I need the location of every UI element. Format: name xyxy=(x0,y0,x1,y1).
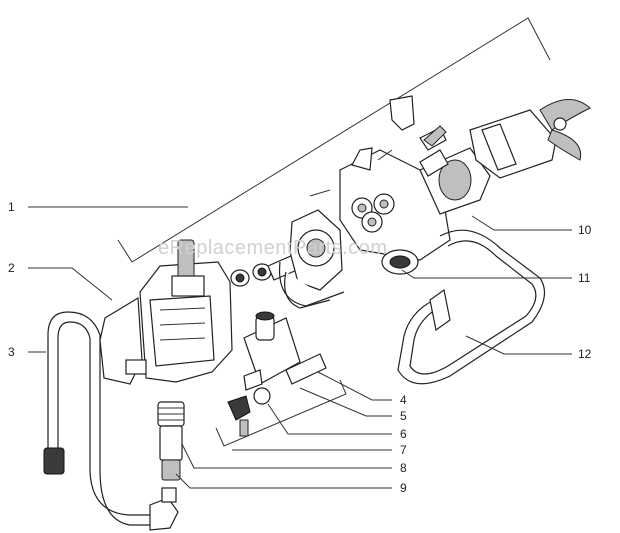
small-parts xyxy=(309,95,447,197)
group-1-bracket xyxy=(117,17,551,263)
callout-8: 8 xyxy=(400,461,407,475)
callout-4: 4 xyxy=(400,393,407,407)
rear-motor xyxy=(469,99,591,179)
callout-2: 2 xyxy=(8,261,15,275)
pump-cylinder xyxy=(157,401,185,481)
large-gear xyxy=(381,249,419,275)
callout-7: 7 xyxy=(400,443,407,457)
callout-labels: 1 2 3 4 5 6 7 8 9 10 11 12 xyxy=(8,200,592,495)
manifold-assembly xyxy=(227,311,327,437)
leader-lines xyxy=(28,206,572,489)
motor-housing xyxy=(99,239,233,385)
watermark-text: eReplacementParts.com xyxy=(158,237,387,259)
callout-12: 12 xyxy=(578,347,592,361)
gearbox-body xyxy=(339,147,451,261)
callout-1: 1 xyxy=(8,200,15,214)
callout-5: 5 xyxy=(400,409,407,423)
hose-assembly xyxy=(43,311,179,531)
callout-10: 10 xyxy=(578,223,592,237)
callout-6: 6 xyxy=(400,427,407,441)
gear-housing xyxy=(284,209,343,309)
callout-9: 9 xyxy=(400,481,407,495)
callout-11: 11 xyxy=(578,271,591,285)
cart-frame xyxy=(278,229,546,385)
callout-3: 3 xyxy=(8,345,15,359)
